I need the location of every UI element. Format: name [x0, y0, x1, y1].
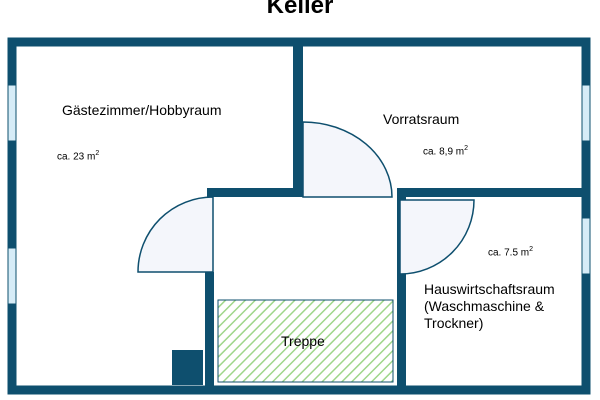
interior-wall — [293, 42, 303, 197]
room-label-vorratsraum: Vorratsraum — [383, 111, 460, 127]
room-label-line: (Waschmaschine & — [424, 298, 545, 314]
door-hauswirtschaftsraum[interactable] — [399, 199, 475, 275]
window — [7, 84, 17, 142]
interior-wall — [207, 188, 215, 197]
room-label-line: Trockner) — [424, 315, 484, 331]
window — [581, 217, 591, 275]
interior-wall — [205, 272, 214, 390]
window — [7, 247, 17, 305]
room-label-hauswirtschaftsraum: Hauswirtschaftsraum (Waschmaschine & Tro… — [424, 281, 555, 332]
door-vorratsraum[interactable] — [302, 121, 393, 198]
interior-wall — [397, 197, 406, 390]
stairs — [217, 299, 394, 383]
interior-wall — [397, 188, 586, 197]
area-vorratsraum: ca. 8,9 m2 — [423, 145, 469, 158]
interior-wall — [207, 188, 303, 197]
door-gaestezimmer[interactable] — [137, 196, 214, 273]
plan-title: Keller — [266, 0, 334, 19]
room-label-line: Hauswirtschaftsraum — [424, 281, 555, 297]
stairs-label: Treppe — [281, 333, 325, 349]
window — [581, 84, 591, 142]
shaft-block — [172, 350, 203, 385]
area-hauswirtschaftsraum: ca. 7.5 m2 — [488, 246, 534, 259]
area-gaestezimmer: ca. 23 m2 — [57, 150, 100, 163]
room-label-gaestezimmer: Gästezimmer/Hobbyraum — [62, 102, 222, 118]
